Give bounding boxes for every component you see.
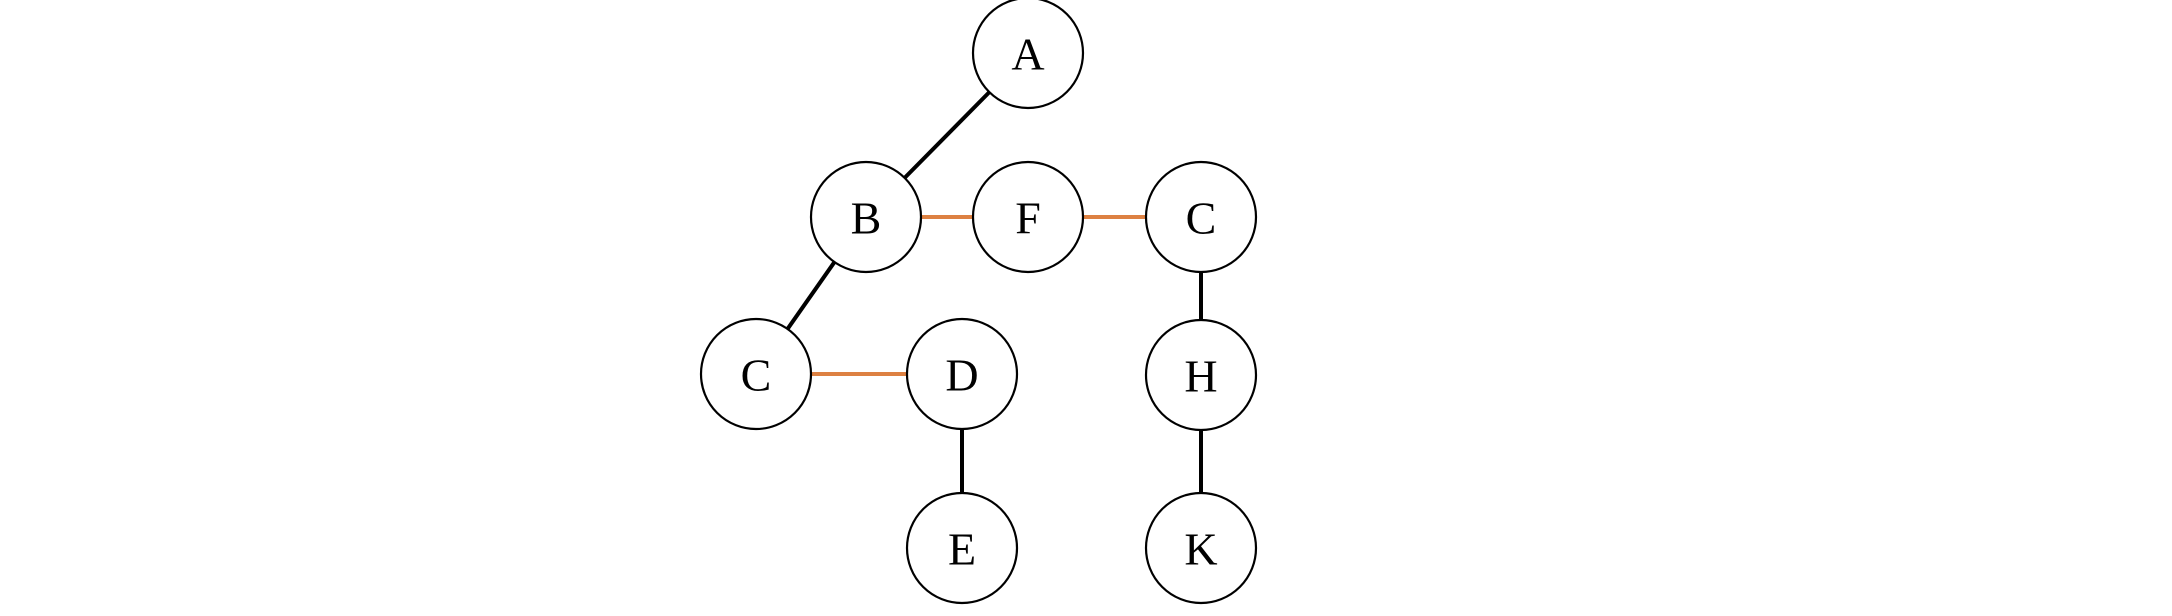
node-label: A: [1011, 29, 1044, 80]
node-circle[interactable]: [905, 491, 1019, 605]
graph-node-n2[interactable]: F: [971, 160, 1085, 274]
graph-node-n5[interactable]: D: [905, 317, 1019, 431]
graph-node-n6[interactable]: H: [1144, 318, 1258, 432]
node-circle[interactable]: [1144, 318, 1258, 432]
graph-node-n3[interactable]: C: [1144, 160, 1258, 274]
node-circle[interactable]: [1144, 491, 1258, 605]
graph-node-n8[interactable]: K: [1144, 491, 1258, 605]
node-circle[interactable]: [699, 317, 813, 431]
node-label: C: [741, 350, 772, 401]
node-circle[interactable]: [1144, 160, 1258, 274]
node-label: K: [1184, 524, 1217, 575]
graph-node-n7[interactable]: E: [905, 491, 1019, 605]
node-label: B: [851, 193, 882, 244]
graph-node-n4[interactable]: C: [699, 317, 813, 431]
node-label: E: [948, 524, 976, 575]
node-label: C: [1186, 193, 1217, 244]
node-label: H: [1184, 351, 1217, 402]
node-circle[interactable]: [971, 160, 1085, 274]
node-circle[interactable]: [971, 0, 1085, 110]
node-label: F: [1015, 193, 1041, 244]
graph-node-n0[interactable]: A: [971, 0, 1085, 110]
graph-node-n1[interactable]: B: [809, 160, 923, 274]
node-circle[interactable]: [905, 317, 1019, 431]
graph-edge-a-b[interactable]: [903, 90, 991, 180]
node-layer: A B F C C D H E K: [699, 0, 1258, 605]
node-circle[interactable]: [809, 160, 923, 274]
graph-edge-b-c[interactable]: [785, 260, 837, 331]
node-label: D: [945, 350, 978, 401]
edge-layer: [785, 90, 1203, 493]
